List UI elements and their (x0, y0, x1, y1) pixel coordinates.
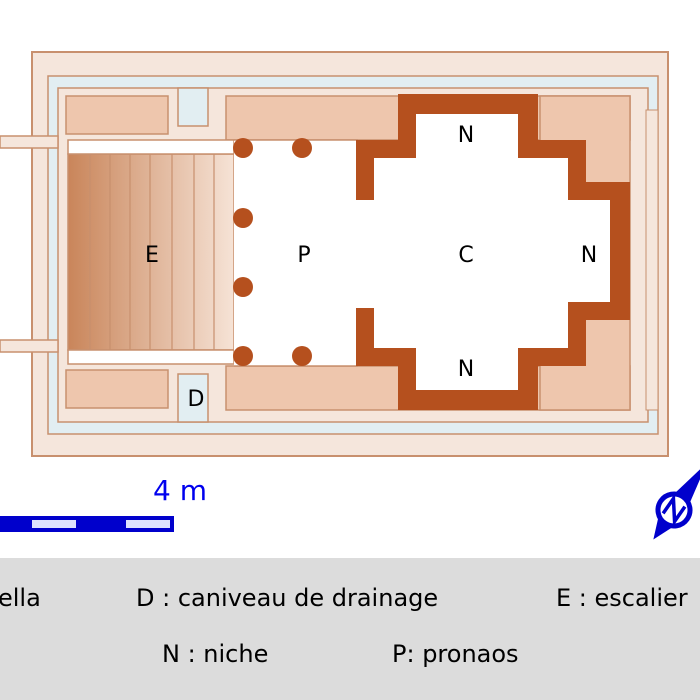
pronaos-floor (234, 140, 358, 366)
scale-bar (0, 516, 174, 532)
column (292, 138, 312, 158)
pronaos-label: P (297, 243, 310, 268)
north-arrow-icon (653, 462, 700, 540)
niche-right-label: N (581, 243, 597, 268)
legend-item-drainage: D : caniveau de drainage (136, 584, 439, 612)
drain-notch-top (177, 87, 209, 127)
column (292, 346, 312, 366)
platform-top-left (65, 95, 169, 135)
niche-bottom-label: N (458, 357, 474, 382)
temple-plan: E P C N N N D 4 m (0, 51, 700, 540)
drain-outlet-bottom-left (0, 339, 59, 353)
escalier-label: E (145, 243, 159, 268)
legend-item-pronaos: P: pronaos (392, 640, 519, 668)
legend-item-niche: N : niche (162, 640, 269, 668)
legend-item-escalier: E : escalier (556, 584, 688, 612)
column (233, 138, 253, 158)
scale-label: 4 m (153, 474, 207, 507)
niche-top-label: N (458, 123, 474, 148)
column (233, 277, 253, 297)
stair-wall-bottom (67, 349, 235, 365)
column (233, 346, 253, 366)
legend-item-cella: ella (0, 584, 41, 612)
platform-bottom-left (65, 369, 169, 409)
staircase (67, 153, 235, 351)
drain-outlet-right (645, 109, 659, 411)
drainage-label: D (188, 387, 205, 412)
drain-notch-bottom (177, 373, 209, 423)
drain-outlet-top-left (0, 135, 59, 149)
stair-wall-top (67, 139, 235, 155)
cella-floor (356, 114, 610, 390)
legend: ella D : caniveau de drainage E : escali… (0, 558, 700, 700)
column (233, 208, 253, 228)
cella-label: C (458, 243, 473, 268)
